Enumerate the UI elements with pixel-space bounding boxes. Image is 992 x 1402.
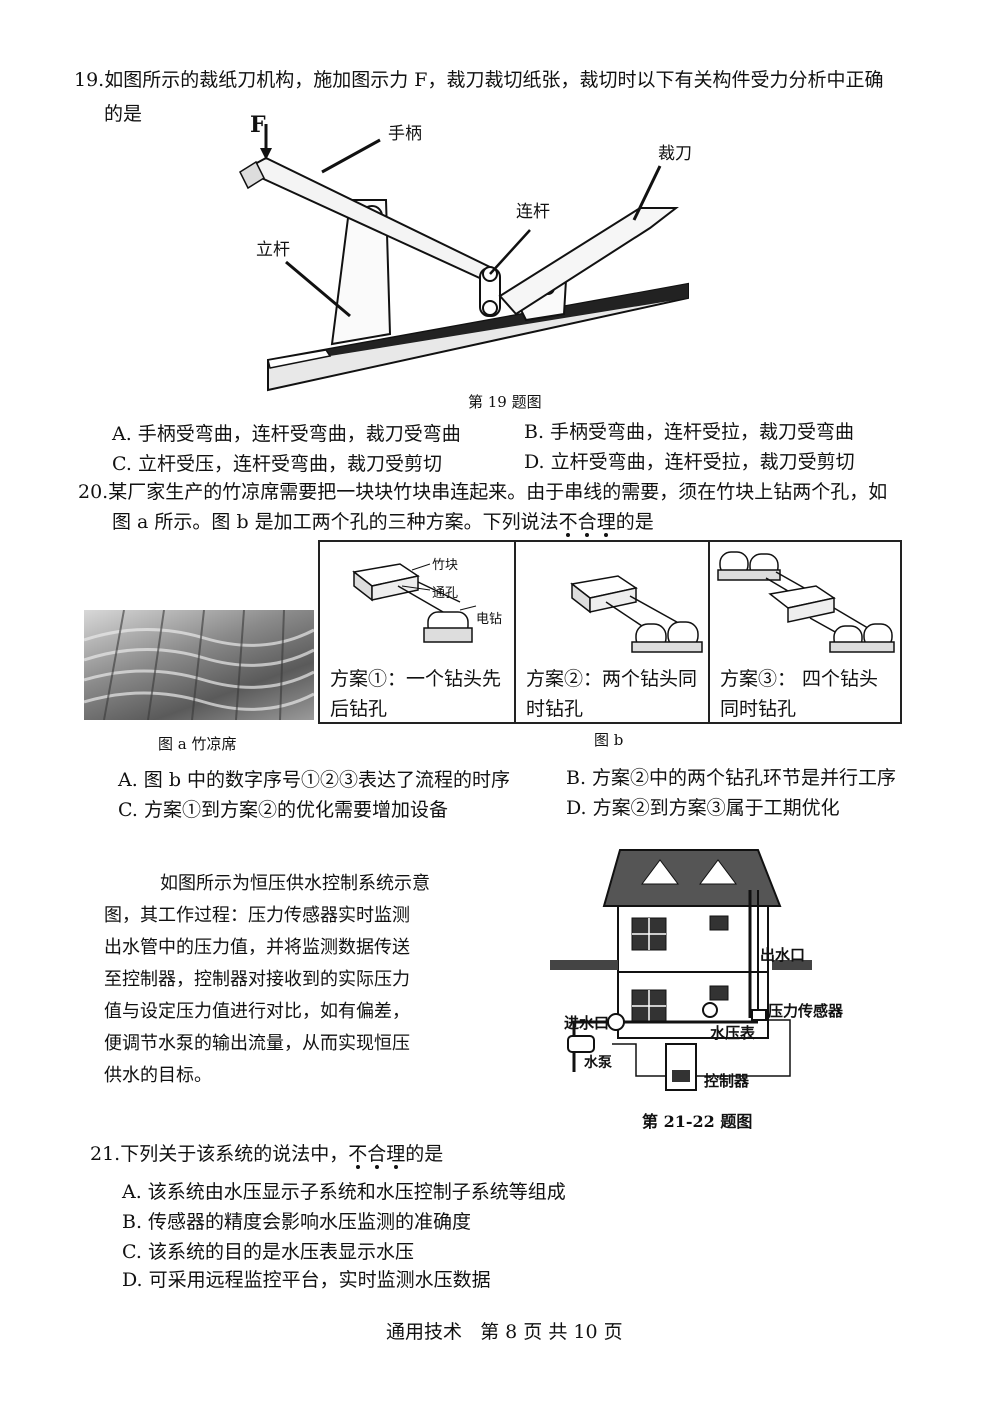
plan-2-line1: 方案②：两个钻头同 [526, 668, 698, 690]
q20-option-a: A. 图 b 中的数字序号①②③表达了流程的时序 [118, 769, 511, 791]
passage-line-6: 便调节水泵的输出流量，从而实现恒压 [104, 1033, 410, 1054]
grass-left [550, 960, 618, 970]
q20-stem-text: 某厂家生产的竹凉席需要把一块块竹块串连起来。由于串线的需要，须在竹块上钻两个孔，… [108, 481, 888, 503]
handle-grip [239, 160, 265, 190]
main-pipe [572, 1020, 758, 1072]
q21-emphasis-2: 合 [367, 1143, 387, 1165]
q21-stem-post: 的是 [405, 1143, 444, 1165]
plan-2-diagram [570, 575, 703, 653]
controller-icon [665, 1043, 697, 1091]
q20-number: 20. [78, 481, 109, 503]
plan-1-line2: 后钻孔 [330, 698, 388, 720]
plan-3-diagram [717, 551, 895, 653]
roof-window-right [699, 859, 737, 885]
system-passage: 如图所示为恒压供水控制系统示意 图，其工作过程：压力传感器实时监测 出水管中的压… [104, 868, 430, 1092]
outlet-label: 出水口 [760, 946, 806, 964]
q20-stem-line2: 图 a 所示。图 b 是加工两个孔的三种方案。下列说法不合理的是 [112, 508, 654, 536]
q19-option-a: A. 手柄受弯曲，连杆受弯曲，裁刀受弯曲 [112, 423, 461, 445]
plan-3-box: 方案③： 四个钻头 同时钻孔 [708, 540, 902, 724]
q21-emphasis-3: 理 [386, 1143, 406, 1165]
blade-label: 裁刀 [658, 144, 692, 164]
pump-label: 水泵 [584, 1055, 612, 1071]
q20-option-b: B. 方案②中的两个钻孔环节是并行工序 [566, 767, 897, 789]
controller-label: 控制器 [704, 1072, 750, 1090]
q20-emphasis-2: 合 [577, 511, 597, 533]
q19-option-b: B. 手柄受弯曲，连杆受拉，裁刀受弯曲 [524, 421, 855, 443]
label-hole: 通孔 [432, 586, 459, 601]
force-label: F [250, 112, 266, 138]
base-plate-top [326, 284, 688, 356]
pump-icon [567, 1035, 595, 1053]
water-system-figure [550, 849, 812, 1091]
q20-stem-pre: 图 a 所示。图 b 是加工两个孔的三种方案。下列说法 [112, 511, 559, 533]
plan-3-line1: 方案③： 四个钻头 [720, 668, 879, 690]
plan-1-box: 竹块 通孔 电钻 方案①：一个钻头先 后钻孔 [318, 540, 516, 724]
q20-emphasis-3: 理 [596, 511, 616, 533]
house-fig-caption: 第 21-22 题图 [642, 1112, 753, 1131]
passage-line-4: 至控制器，控制器对接收到的实际压力 [104, 969, 410, 990]
fig-a-caption: 图 a 竹凉席 [158, 735, 237, 753]
q21-option-b: B. 传感器的精度会影响水压监测的准确度 [122, 1211, 472, 1233]
paper-cutter-figure [239, 124, 689, 392]
house-roof [602, 849, 782, 907]
gauge-icon [702, 1002, 718, 1018]
q21-option-c: C. 该系统的目的是水压表显示水压 [122, 1241, 414, 1263]
fig-b-caption: 图 b [594, 731, 624, 749]
plan-2-line2: 时钻孔 [526, 698, 584, 720]
pump-symbol [607, 1013, 625, 1031]
label-block: 竹块 [432, 558, 459, 573]
passage-line-2: 图，其工作过程：压力传感器实时监测 [104, 905, 410, 926]
q21-option-a: A. 该系统由水压显示子系统和水压控制子系统等组成 [122, 1181, 566, 1203]
q21-emphasis-1: 不 [348, 1143, 368, 1165]
plan-1-line1: 方案①：一个钻头先 [330, 668, 502, 690]
passage-line-1: 如图所示为恒压供水控制系统示意 [160, 873, 430, 894]
q21-stem-pre: 下列关于该系统的说法中， [120, 1143, 349, 1165]
q21-option-d: D. 可采用远程监控平台，实时监测水压数据 [122, 1269, 491, 1291]
handle-label: 手柄 [388, 124, 422, 144]
q19-option-c: C. 立杆受压，连杆受弯曲，裁刀受剪切 [112, 453, 442, 475]
q20-option-c: C. 方案①到方案②的优化需要增加设备 [118, 799, 448, 821]
q20-stem-line1: 20.某厂家生产的竹凉席需要把一块块竹块串连起来。由于串线的需要，须在竹块上钻两… [78, 478, 887, 506]
q20-stem-post: 的是 [615, 511, 654, 533]
plan-2-box: 方案②：两个钻头同 时钻孔 [514, 540, 710, 724]
passage-line-5: 值与设定压力值进行对比，如有偏差， [104, 1001, 410, 1022]
q19-stem-line1: 19.如图所示的裁纸刀机构，施加图示力 F，裁刀裁切纸张，裁切时以下有关构件受力… [74, 66, 883, 94]
plan-2-text: 方案②：两个钻头同 时钻孔 [526, 664, 697, 724]
blade-shape [498, 207, 679, 316]
sensor-label: 压力传感器 [768, 1002, 844, 1020]
passage-line-7: 供水的目标。 [104, 1065, 212, 1086]
q19-stem-line2: 的是 [104, 103, 143, 125]
plan-1-diagram [352, 563, 477, 643]
plan-3-text: 方案③： 四个钻头 同时钻孔 [720, 664, 878, 724]
label-drill: 电钻 [476, 612, 503, 627]
gauge-label: 水压表 [710, 1024, 756, 1042]
q20-emphasis-1: 不 [558, 511, 578, 533]
bamboo-mat-photo [84, 610, 314, 720]
plan-1-text: 方案①：一个钻头先 后钻孔 [330, 664, 501, 724]
passage-line-3: 出水管中的压力值，并将监测数据传送 [104, 937, 410, 958]
inlet-label: 进水口 [564, 1014, 610, 1032]
q21-stem: 21.下列关于该系统的说法中，不合理的是 [90, 1140, 443, 1168]
q19-option-d: D. 立杆受弯曲，连杆受拉，裁刀受剪切 [524, 451, 855, 473]
link-label: 连杆 [516, 202, 550, 222]
q19-caption: 第 19 题图 [468, 393, 542, 411]
q19-number: 19. [74, 69, 105, 91]
roof-window-left [641, 859, 679, 885]
post-label: 立杆 [256, 240, 290, 260]
grass-right [772, 960, 812, 970]
q20-option-d: D. 方案②到方案③属于工期优化 [566, 797, 840, 819]
sensor-icon [751, 1009, 767, 1021]
page-footer: 通用技术 第 8 页 共 10 页 [386, 1321, 623, 1343]
plan-3-line2: 同时钻孔 [720, 698, 797, 720]
q19-stem-text: 如图所示的裁纸刀机构，施加图示力 F，裁刀裁切纸张，裁切时以下有关构件受力分析中… [104, 69, 884, 91]
q21-number: 21. [90, 1143, 121, 1165]
